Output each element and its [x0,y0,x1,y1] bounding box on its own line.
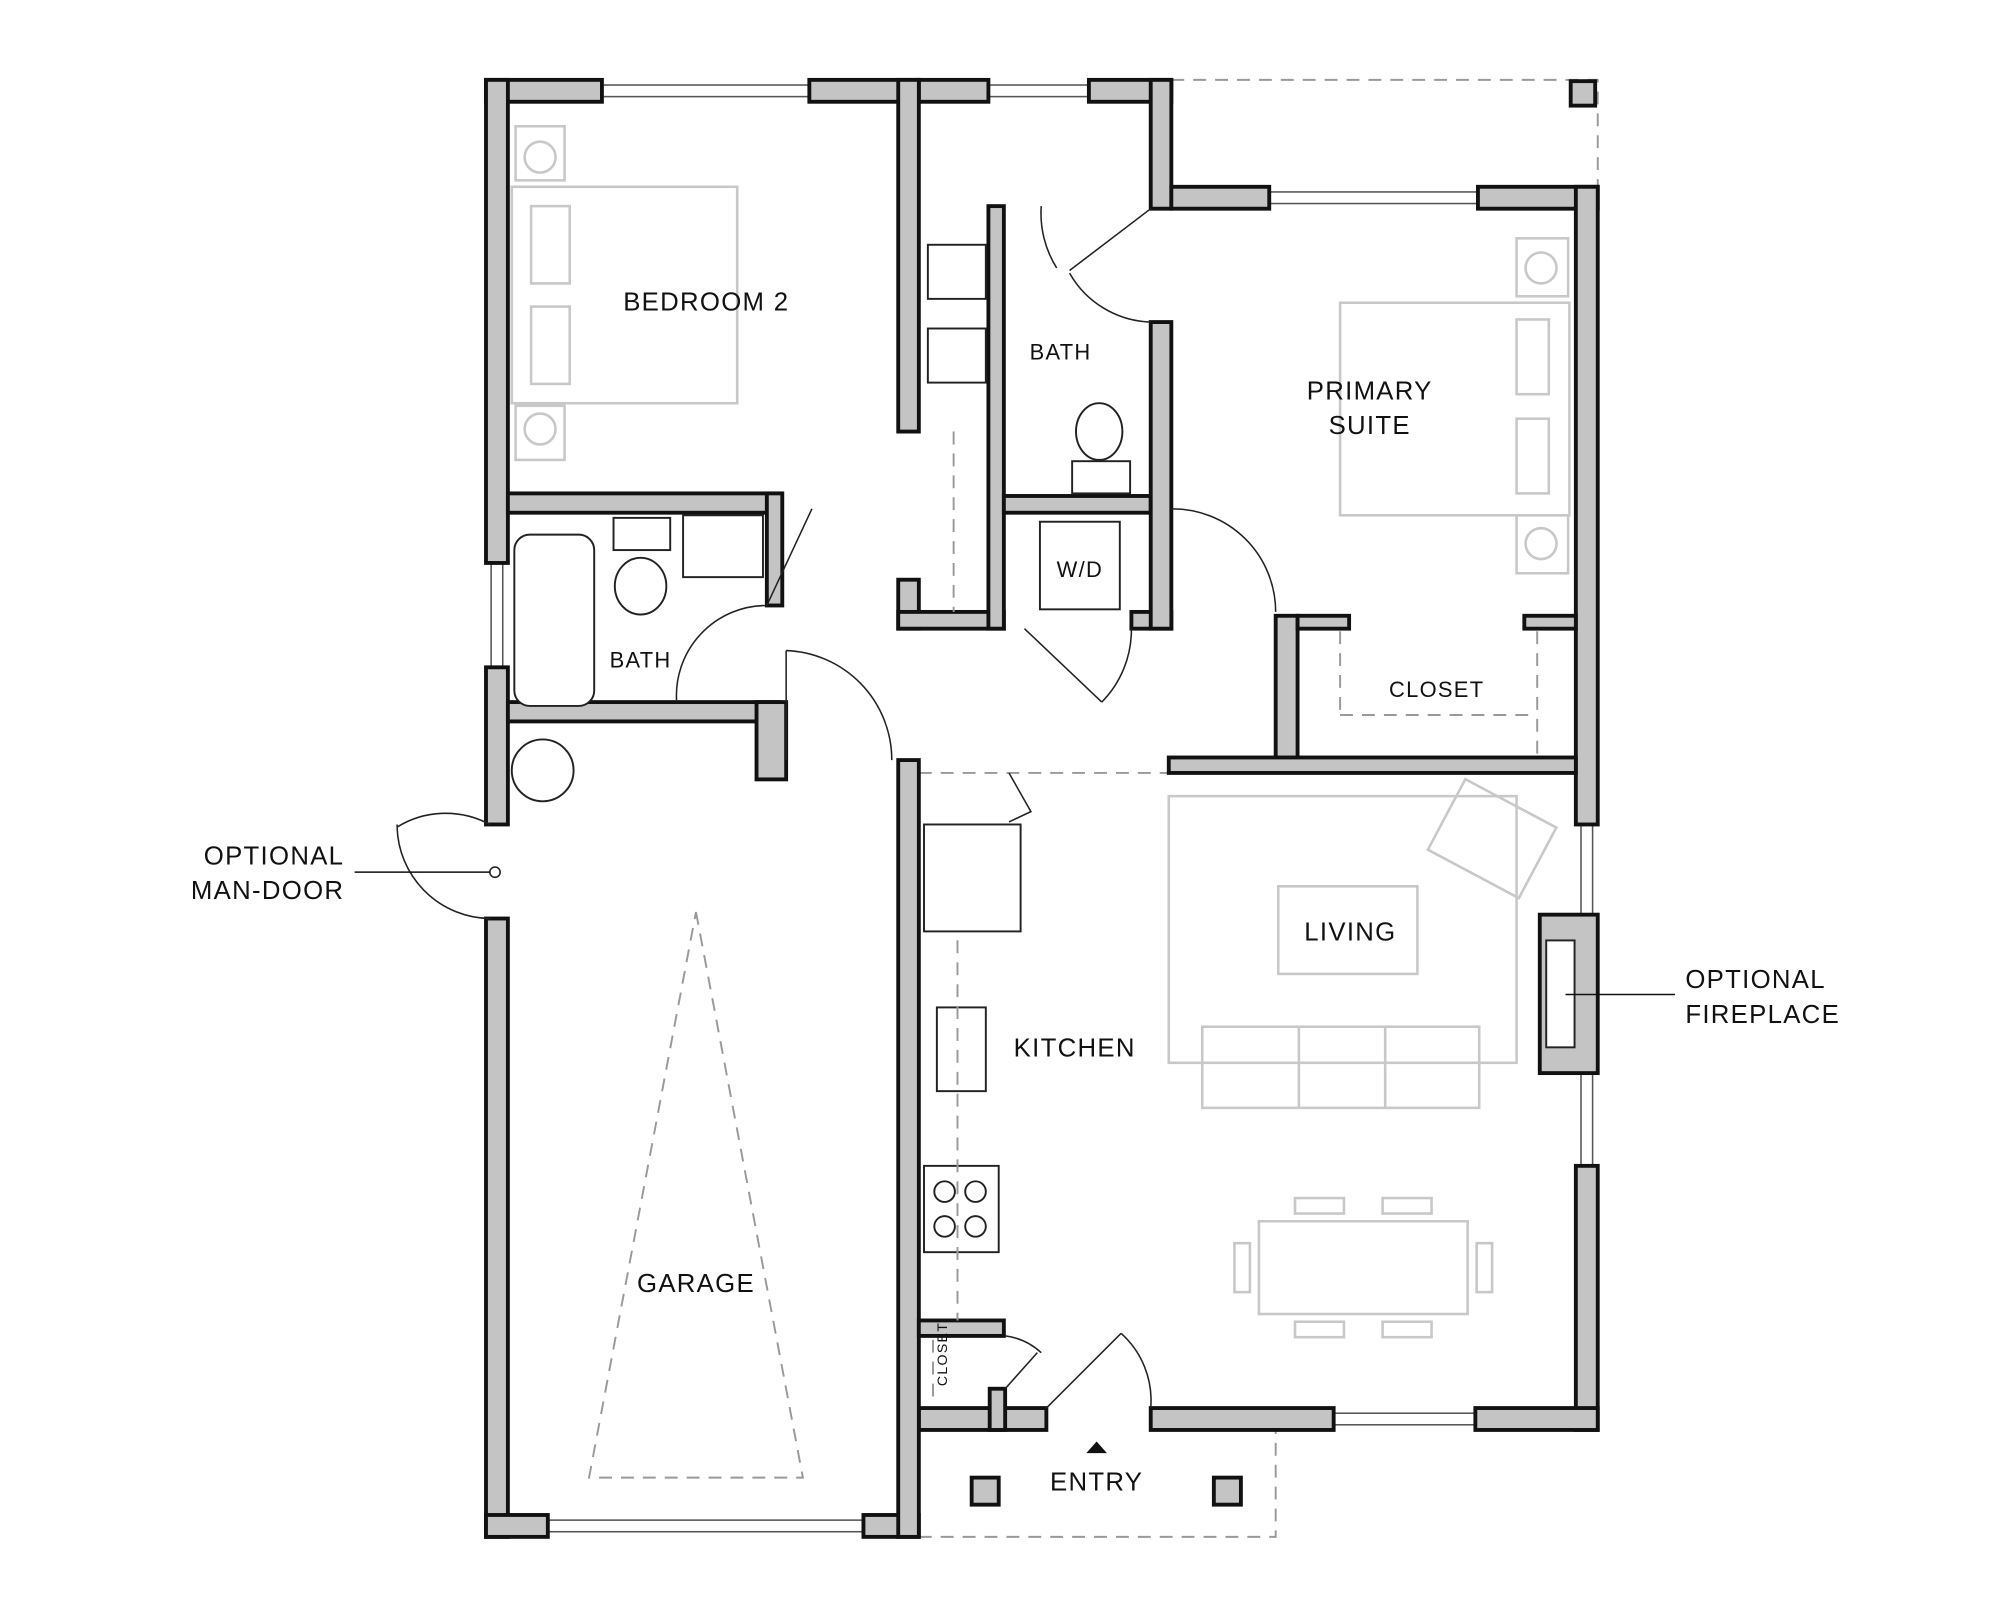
porch-post [1568,79,1598,108]
porch-outlines [918,78,1599,1538]
callout-fireplace-2: FIREPLACE [1685,1001,1840,1029]
toilet-upper [1075,402,1124,461]
sink-lower [682,514,764,579]
range [923,1164,1000,1254]
label-closet-primary: CLOSET [1389,677,1484,702]
coffee-table [1276,885,1419,976]
callout-man-door-1: OPTIONAL [204,842,345,870]
bathtub [513,533,596,707]
label-bath-lower: BATH [610,647,672,672]
entry-arrow-icon [1086,1441,1107,1454]
furniture [510,124,1571,1479]
sink-1 [926,243,987,300]
windows [490,84,1594,1533]
label-garage: GARAGE [637,1270,755,1298]
armchair [1426,777,1559,900]
sink-2 [926,327,987,384]
dining-table [1257,1219,1469,1316]
entry-post-right [1211,1475,1243,1507]
bed-primary [1338,301,1571,517]
refrigerator [923,823,1022,933]
label-kitchen: KITCHEN [1014,1034,1136,1062]
garage-door-swing [587,911,805,1479]
fixtures [510,243,1576,1254]
label-bath-upper: BATH [1030,339,1092,364]
label-bedroom-2: BEDROOM 2 [623,288,789,316]
label-living: LIVING [1304,918,1396,946]
bed-2 [510,185,739,405]
label-primary-2: SUITE [1329,412,1411,440]
callout-fireplace-1: OPTIONAL [1685,966,1826,994]
label-primary-1: PRIMARY [1307,377,1433,405]
toilet-lower [613,556,668,616]
entry-post-left [969,1475,1001,1507]
label-entry: ENTRY [1050,1468,1143,1496]
label-wd: W/D [1057,557,1103,582]
kitchen-sink [935,1006,987,1093]
washer-dryer [1038,520,1121,611]
doors [396,206,1568,1409]
water-heater [510,738,575,803]
label-closet-entry: CLOSET [935,1322,951,1386]
callout-man-door-2: MAN-DOOR [191,877,344,905]
sofa [1200,1025,1481,1110]
rug [1167,794,1518,1065]
